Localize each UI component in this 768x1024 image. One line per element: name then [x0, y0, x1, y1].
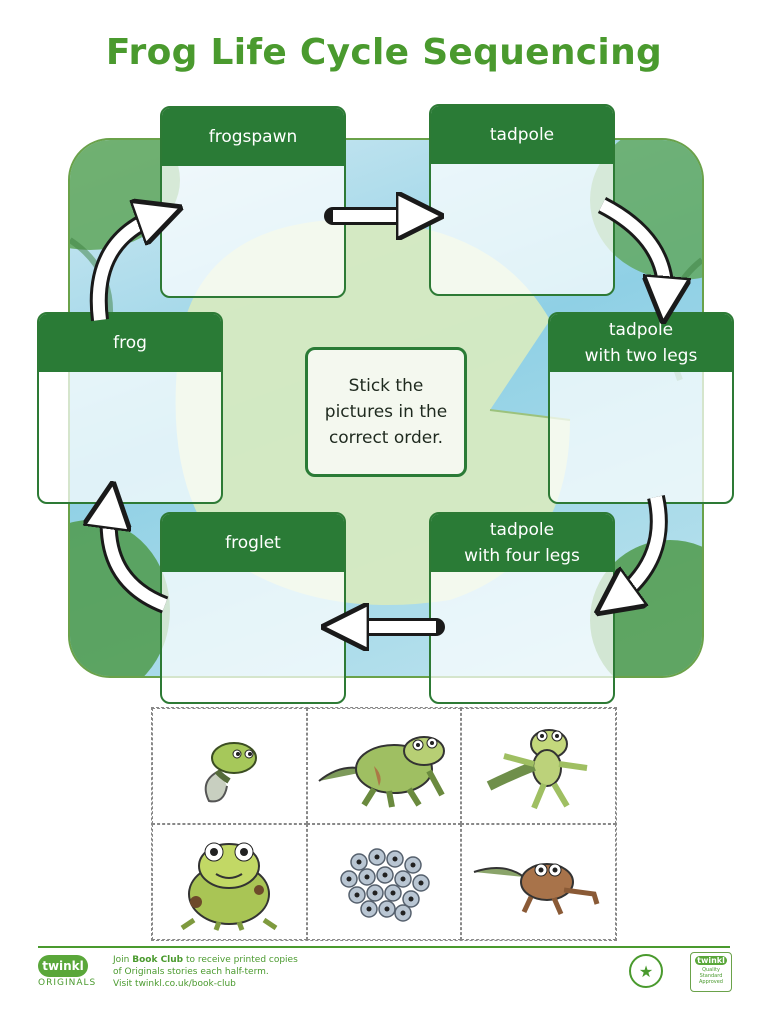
stage-label: tadpole with four legs: [431, 514, 613, 572]
stage-label: frogspawn: [162, 108, 344, 166]
tadpole-icon: [205, 742, 258, 803]
tadpole-two-legs-icon: [486, 729, 588, 810]
page-title: Frog Life Cycle Sequencing: [105, 32, 663, 73]
froglet-icon: [473, 863, 600, 916]
book-club-text: Join Book Club to receive printed copies…: [113, 954, 373, 990]
stage-box-tadpole-four-legs[interactable]: tadpole with four legs: [429, 512, 615, 704]
quality-badge-title: twinkl: [695, 956, 727, 965]
frog-icon: [180, 842, 278, 931]
instruction-box: Stick the pictures in the correct order.: [305, 347, 467, 477]
book-club-link[interactable]: Book Club: [132, 955, 184, 965]
logo-text: twinkl: [38, 955, 88, 977]
footer-line1-suffix: to receive printed copies: [183, 955, 298, 965]
tadpole-four-legs-icon: [318, 736, 445, 808]
cut-out-frog[interactable]: [152, 824, 307, 940]
footer-line1-prefix: Join: [113, 955, 133, 965]
star-icon[interactable]: ★: [629, 954, 663, 988]
stage-box-frogspawn[interactable]: frogspawn: [160, 106, 346, 298]
quality-badge-text: Quality Standard Approved: [699, 967, 723, 985]
cut-out-froglet[interactable]: [461, 824, 616, 940]
twinkl-originals-logo: twinkl ORIGINALS: [38, 955, 98, 991]
stage-label: frog: [39, 314, 221, 372]
frogspawn-icon: [340, 848, 430, 922]
footer-line2: of Originals stories each half-term.: [113, 967, 269, 977]
stage-label: froglet: [162, 514, 344, 572]
stage-box-tadpole[interactable]: tadpole: [429, 104, 615, 296]
logo-subtitle: ORIGINALS: [38, 978, 97, 988]
cut-out-tadpole-two-legs[interactable]: [461, 708, 616, 824]
footer-line3: Visit twinkl.co.uk/book-club: [113, 979, 236, 989]
cut-out-grid: [151, 707, 617, 941]
stage-box-tadpole-two-legs[interactable]: tadpole with two legs: [548, 312, 734, 504]
stage-box-frog[interactable]: frog: [37, 312, 223, 504]
cut-out-tadpole[interactable]: [152, 708, 307, 824]
quality-badge: twinkl Quality Standard Approved: [690, 952, 732, 992]
cut-out-tadpole-four-legs[interactable]: [306, 708, 462, 824]
cut-out-frogspawn[interactable]: [306, 824, 462, 940]
footer-divider: [38, 946, 730, 948]
stage-label: tadpole with two legs: [550, 314, 732, 372]
stage-label: tadpole: [431, 106, 613, 164]
stage-box-froglet[interactable]: froglet: [160, 512, 346, 704]
